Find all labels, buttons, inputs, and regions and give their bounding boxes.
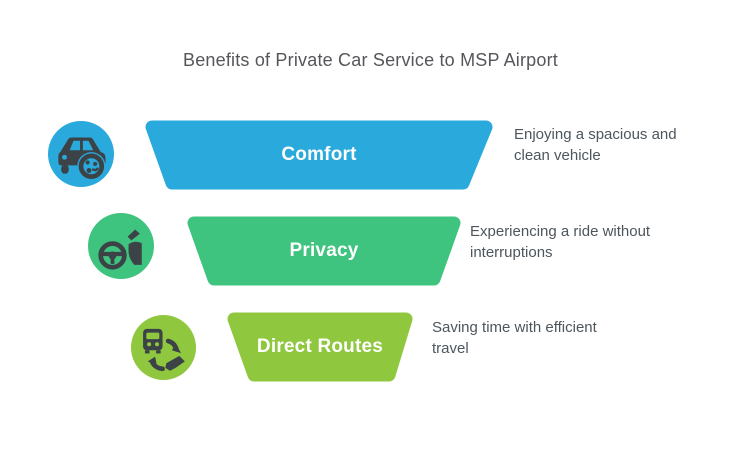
- funnel-bar-comfort-shape: [145, 120, 493, 190]
- row-description-direct-routes: Saving time with efficient travel: [432, 319, 597, 357]
- funnel-bar-comfort: Comfort: [143, 120, 495, 190]
- driver-steering-wheel-icon: [98, 229, 142, 270]
- car-icon: [58, 137, 106, 181]
- infographic-title: Benefits of Private Car Service to MSP A…: [182, 50, 559, 70]
- row-description-comfort: Enjoying a spacious and clean vehicle: [514, 126, 677, 164]
- privacy-icon-badge: [88, 213, 154, 279]
- funnel-bar-privacy-shape: [187, 216, 461, 286]
- comfort-icon-badge: [48, 121, 114, 187]
- direct-routes-icon-badge: [131, 315, 196, 380]
- funnel-bar-direct-routes-shape: [227, 312, 413, 382]
- funnel-bar-label: Privacy: [289, 240, 359, 261]
- funnel-bar-label: Direct Routes: [256, 336, 384, 357]
- funnel-bar-privacy: Privacy: [185, 216, 463, 286]
- funnel-bar-label: Comfort: [281, 144, 357, 165]
- row-description-privacy: Experiencing a ride without interruption…: [470, 223, 651, 261]
- funnel-bar-direct-routes: Direct Routes: [225, 312, 415, 382]
- bus-route-icon: [143, 328, 185, 372]
